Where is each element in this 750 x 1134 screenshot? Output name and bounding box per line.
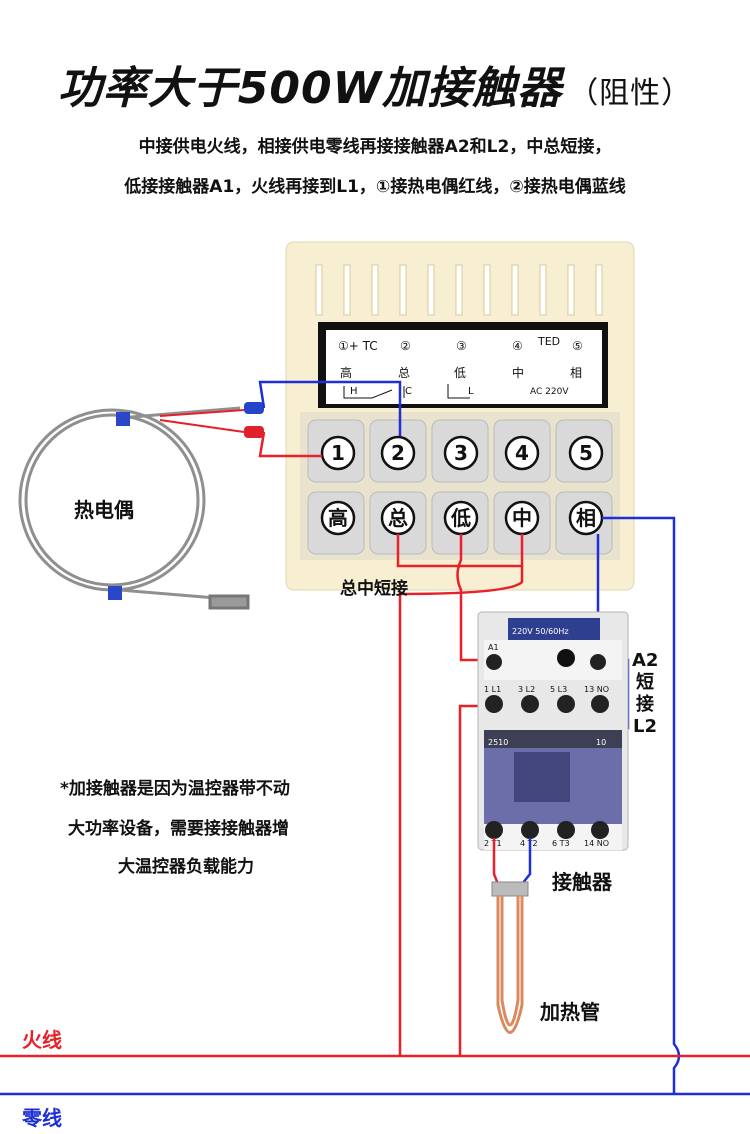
panel-top-2: ②: [400, 339, 411, 353]
tc-blue-wire: [258, 380, 402, 436]
terminal-low-label: 低: [450, 506, 471, 530]
panel-bottom-low: 低: [454, 366, 466, 380]
panel-bottom-high: 高: [340, 365, 352, 380]
panel-top-5: ⑤: [572, 339, 583, 353]
terminal-5-label: 5: [579, 441, 593, 465]
thermocouple-probe: [18, 406, 250, 610]
tc-red-lug: [244, 426, 264, 438]
note-line-1: *加接触器是因为温控器带不动: [60, 779, 290, 799]
phase-to-neutral-wire: [602, 516, 681, 1094]
panel-h: H: [350, 386, 358, 397]
heater-red-lead: [492, 838, 500, 885]
thermocouple-clip-top: [116, 412, 130, 426]
contactor-rating: 220V 50/60Hz: [512, 627, 569, 636]
neutral-wire-label: 零线: [22, 1106, 62, 1130]
panel-top-4: ④: [512, 339, 523, 353]
terminal-2: [380, 435, 416, 471]
description-line-2: 低接接触器A1，火线再接到L1，①接热电偶红线，②接热电偶蓝线: [124, 177, 626, 197]
heater-element: [491, 881, 529, 1034]
panel-brand: TED: [537, 335, 560, 348]
panel-top-3: ③: [456, 339, 467, 353]
mid-to-live-wire: [398, 566, 524, 1056]
terminal-5: [568, 435, 604, 471]
page-title: 功率大于500W加接触器（阻性）: [0, 52, 750, 116]
terminal-2-label: 2: [391, 441, 405, 465]
terminal-total-label: 总: [388, 506, 408, 530]
live-wire-label: 火线: [22, 1028, 62, 1052]
tc-red-wire: [258, 431, 322, 458]
contactor-l1: 1 L1: [484, 685, 501, 694]
tc-blue-lug: [244, 402, 264, 414]
description-line-1: 中接供电火线，相接供电零线再接接触器A2和L2，中总短接，: [138, 137, 612, 157]
l2-label: L2: [633, 716, 657, 737]
panel-c: C: [405, 386, 412, 397]
thermocouple-label: 热电偶: [74, 498, 134, 522]
short-label: 短: [636, 672, 654, 693]
contactor-a1: A1: [488, 643, 499, 652]
terminal-4: [504, 435, 540, 471]
connect-label: 接: [636, 694, 654, 715]
terminal-3-label: 3: [454, 441, 468, 465]
a2-label: A2: [632, 650, 659, 671]
terminal-4-label: 4: [515, 441, 529, 465]
contactor-l2: 3 L2: [518, 685, 535, 694]
panel-bottom-mid: 中: [512, 365, 524, 380]
contactor-l3: 5 L3: [550, 685, 567, 694]
terminal-3: [443, 435, 479, 471]
controller-label-plate: [326, 330, 602, 404]
a2-short-l2-label: A2 短 接 L2: [632, 650, 658, 738]
panel-l: L: [468, 386, 474, 397]
note-line-3: 大温控器负载能力: [118, 857, 254, 877]
title-main: 功率大于500W加接触器: [57, 63, 563, 114]
note-line-2: 大功率设备，需要接接触器增: [68, 819, 289, 839]
contactor-body: [477, 611, 629, 851]
contactor-no-14: 14 NO: [584, 839, 609, 848]
contactor-side-num: 10: [596, 738, 606, 747]
contactor-model: 2510: [488, 738, 508, 747]
short-circuit-label: 总中短接: [340, 579, 408, 599]
contactor-no-13: 13 NO: [584, 685, 609, 694]
panel-bottom-phase: 相: [570, 366, 582, 380]
terminal-high-label: 高: [328, 506, 348, 530]
contactor-t3: 6 T3: [552, 839, 570, 848]
panel-top-1: ①+ TC: [338, 339, 378, 353]
contactor-label: 接触器: [552, 870, 612, 894]
terminal-mid-label: 中: [512, 506, 532, 530]
panel-bottom-total: 总: [398, 366, 410, 380]
controller-vents: [315, 264, 603, 316]
terminal-1: [320, 435, 356, 471]
terminal-phase-label: 相: [576, 506, 596, 530]
panel-ac: AC 220V: [530, 387, 569, 397]
heater-blue-lead: [521, 838, 532, 885]
title-sub: （阻性）: [568, 76, 693, 111]
low-to-a1-wire: [456, 534, 492, 662]
terminal-1-label: 1: [331, 441, 345, 465]
thermocouple-clip-bottom: [108, 586, 122, 600]
terminal-high: [320, 500, 356, 536]
heater-label: 加热管: [540, 1000, 600, 1024]
tc-red-lead: [159, 409, 245, 417]
